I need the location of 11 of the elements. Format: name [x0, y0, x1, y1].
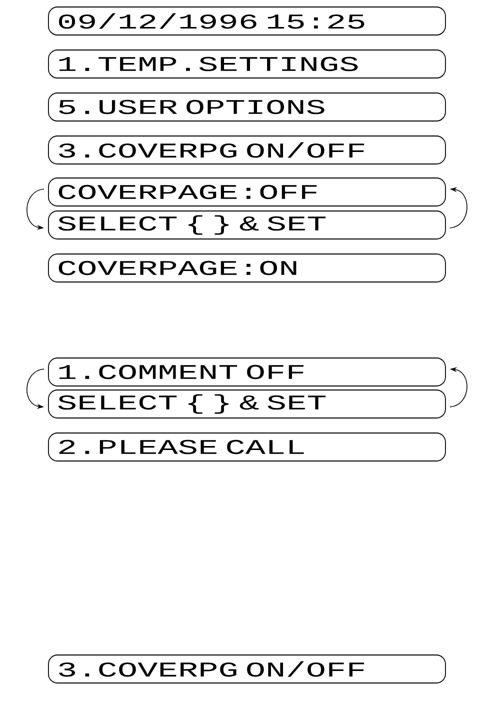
display-box: 1.TEMP.SETTINGS — [48, 50, 446, 78]
display-box: 3.COVERPG ON/OFF — [48, 136, 446, 164]
display-box: COVERPAGE:OFF — [48, 178, 446, 206]
display-box: 3.COVERPG ON/OFF — [48, 654, 446, 684]
display-box: 09/12/1996 15:25 — [48, 6, 446, 36]
display-box: 5.USER OPTIONS — [48, 92, 446, 122]
display-box: COVERPAGE:ON — [48, 254, 446, 282]
display-box: SELECT { } & SET — [48, 210, 446, 240]
display-box: 2.PLEASE CALL — [48, 432, 446, 462]
display-box: SELECT { } & SET — [48, 390, 446, 418]
display-box: 1.COMMENT OFF — [48, 358, 446, 386]
